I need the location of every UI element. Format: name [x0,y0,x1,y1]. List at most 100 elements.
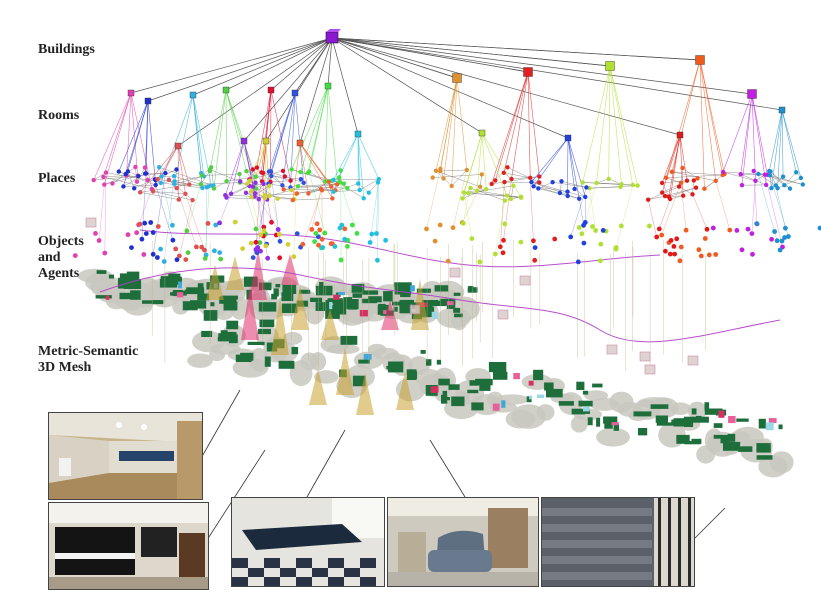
mesh-wall-patch [655,415,668,423]
place-object-edge [751,180,756,234]
object-node [750,251,755,257]
room-place-edge [751,93,768,175]
mesh-floor-patch [536,404,555,421]
mesh-object-patch [492,403,500,411]
photo-room-piano [48,502,209,590]
room-place-edge [527,71,531,178]
place-node [228,191,234,196]
object-node [261,228,267,234]
object-node [704,226,710,232]
place-object-edge [452,169,467,228]
mesh-wall-patch [493,371,508,380]
mesh-object-patch [329,302,333,310]
place-node [133,164,138,170]
room-place-edge [324,85,329,182]
room-place-edge [491,71,529,184]
place-node [464,167,469,173]
room-place-edge [177,145,180,200]
place-node [307,169,312,174]
mesh-object-patch [513,373,520,380]
room-node [695,55,705,65]
label-places: Places [38,171,76,186]
mesh-floor-patch [283,331,303,345]
room-place-edge [596,65,611,184]
place-place-edge [740,174,767,186]
object-node [593,228,598,233]
place-node [468,185,473,191]
mesh-wall-patch [558,401,574,406]
mesh-object-patch [176,292,184,298]
mesh-wall-patch [228,334,238,344]
place-place-edge [140,192,179,200]
object-node [150,251,156,257]
building-room-edge [192,37,333,96]
object-node [383,237,388,243]
place-node [187,182,192,187]
object-node [202,256,208,261]
object-node [369,231,375,237]
room-place-edge [104,92,132,185]
mesh-wall-patch [592,383,603,388]
place-place-edge [435,170,481,187]
place-node [489,181,494,187]
place-node [267,183,272,189]
object-node [424,226,429,232]
mesh-wall-patch [756,455,773,460]
place-node [663,175,669,180]
mesh-wall-patch [650,404,669,409]
place-node [294,191,300,196]
place-node [449,183,454,189]
object-frustum [336,347,354,395]
room-place-edge [93,92,132,181]
object-nodes [72,217,821,375]
building-room-edge [130,37,333,94]
place-object-edge [715,180,730,231]
place-node [125,169,131,174]
object-node [782,235,787,240]
room-place-edge [740,93,753,175]
building-room-edge [225,37,333,91]
room-place-edge [130,92,153,189]
room-nodes [127,55,786,150]
mesh-wall-patch [173,276,182,285]
label-objects-line2: and [38,250,61,265]
room-place-edge [567,137,580,199]
room-place-edge [308,85,329,172]
room-place-edge [243,140,256,183]
place-node [158,180,163,186]
place-node [329,184,334,189]
mesh-wall-patch [184,289,200,295]
object-node [263,243,269,249]
place-object-edge [141,173,147,240]
room-place-edge [192,94,205,177]
object-node [158,246,164,252]
place-object-edge [98,184,105,241]
mesh-wall-patch [325,300,339,304]
place-place-edge [561,181,587,188]
mesh-wall-patch [244,276,258,287]
place-node [438,168,443,174]
building-node [325,29,341,44]
room-node [778,106,786,114]
object-node [328,241,334,247]
object-node [240,246,246,252]
building-room-edge [331,37,458,79]
place-node [430,175,435,180]
room-node [174,142,182,150]
room-place-edge [668,134,681,197]
object-node [477,259,483,265]
building-room-edge [331,37,701,61]
place-node [794,170,799,175]
building-room-edge [299,37,333,144]
building-room-edge [243,37,333,142]
building-room-edge [331,37,681,136]
mesh-wall-patch [436,359,442,365]
place-place-edge [758,173,776,186]
place-node [289,188,294,193]
object-node [212,248,217,254]
place-place-edge [103,175,127,178]
building-room-edge [147,37,333,102]
place-object-edge [293,193,297,257]
place-node [572,186,577,192]
place-node [207,168,212,174]
